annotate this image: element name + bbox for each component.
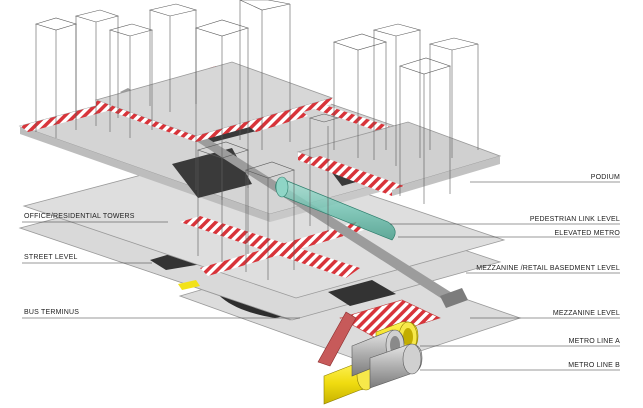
- label-office-residential-towers: OFFICE/RESIDENTIAL TOWERS: [24, 213, 135, 220]
- label-mezzanine-level: MEZZANINE LEVEL: [552, 310, 620, 317]
- label-elevated-metro: ELEVATED METRO: [554, 230, 620, 237]
- label-metro-line-a: METRO LINE A: [568, 338, 620, 345]
- elevated-metro: [275, 176, 396, 241]
- leader-lines: [22, 181, 620, 371]
- label-mezzanine-retail-basement-level: MEZZANINE /RETAIL BASEDMENT LEVEL: [476, 265, 620, 272]
- label-podium: PODIUM: [590, 174, 620, 181]
- bus-entry-marker: [178, 280, 200, 290]
- upper-podium-left: [94, 61, 334, 142]
- mezzanine-hatch-ramp: [317, 299, 441, 367]
- label-bus-terminus: BUS TERMINUS: [24, 309, 80, 316]
- label-pedestrian-link-level: PEDESTRIAN LINK LEVEL: [529, 216, 620, 223]
- upper-podium-right: [296, 121, 502, 196]
- metro-line-b: [351, 329, 423, 389]
- tower-wireframes: [34, 0, 479, 280]
- label-metro-line-b: METRO LINE B: [568, 362, 620, 369]
- label-street-level: STREET LEVEL: [24, 254, 78, 261]
